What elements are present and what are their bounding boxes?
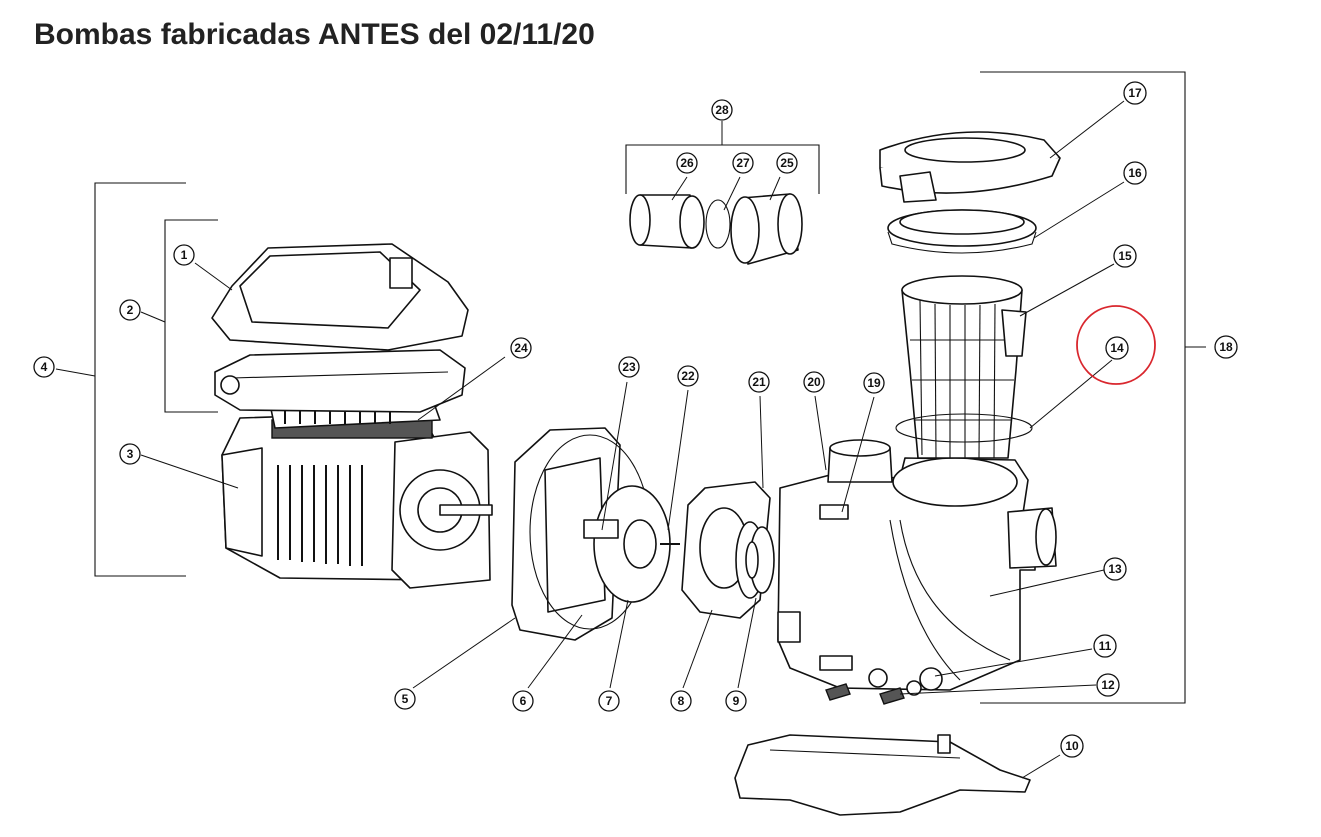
svg-text:24: 24 [514,341,528,355]
svg-text:20: 20 [807,375,821,389]
svg-text:4: 4 [41,360,48,374]
callout-18: 18 [1214,335,1238,359]
svg-text:11: 11 [1099,639,1112,653]
bracket-group-18 [980,71,1186,704]
mechanical-seal [735,521,775,599]
leader-lines [55,100,1206,779]
strainer-lid [887,209,1037,254]
lid-lock-ring [879,131,1061,203]
svg-text:7: 7 [606,694,613,708]
union-nut [730,193,803,265]
svg-text:9: 9 [733,694,740,708]
callout-20: 20 [803,371,825,393]
callout-25: 25 [776,152,798,174]
svg-text:13: 13 [1108,562,1122,576]
callout-27: 27 [732,152,754,174]
callout-8: 8 [670,690,692,712]
callout-19: 19 [863,372,885,394]
drive-base [214,349,466,413]
callout-23: 23 [618,356,640,378]
impeller [583,485,680,603]
callout-3: 3 [119,443,141,465]
svg-text:23: 23 [622,360,636,374]
svg-text:10: 10 [1065,739,1079,753]
callout-17: 17 [1123,81,1147,105]
drain-plugs [819,504,943,705]
callout-16: 16 [1123,161,1147,185]
callout-26: 26 [676,152,698,174]
callout-4: 4 [33,356,55,378]
svg-text:25: 25 [780,156,794,170]
svg-text:27: 27 [736,156,750,170]
callout-24: 24 [510,337,532,359]
callout-9: 9 [725,690,747,712]
union-o-ring [705,199,731,249]
strainer-basket [901,275,1027,459]
svg-text:15: 15 [1118,249,1132,263]
svg-text:16: 16 [1128,166,1142,180]
lid-o-ring [895,413,1033,443]
svg-text:6: 6 [520,694,527,708]
callout-5: 5 [394,688,416,710]
svg-text:26: 26 [680,156,694,170]
svg-text:17: 17 [1128,86,1142,100]
union-tailpiece [629,194,705,249]
highlight-circle-part-14 [1076,305,1156,385]
drive-cover [211,243,469,351]
svg-text:5: 5 [402,692,409,706]
callout-15: 15 [1113,244,1137,268]
callout-12: 12 [1096,673,1120,697]
seal-plate [511,427,621,641]
diagram-title: Bombas fabricadas ANTES del 02/11/20 [34,18,595,51]
callout-13: 13 [1103,557,1127,581]
svg-text:1: 1 [181,248,188,262]
svg-text:22: 22 [681,369,695,383]
callout-6: 6 [512,690,534,712]
callout-22: 22 [677,365,699,387]
svg-text:3: 3 [127,447,134,461]
callout-21: 21 [748,371,770,393]
callout-11: 11 [1093,634,1117,658]
pump-body [777,439,1057,691]
svg-text:14: 14 [1110,341,1124,355]
callout-1: 1 [173,244,195,266]
bracket-group-2 [164,219,218,413]
callout-2: 2 [119,299,141,321]
callout-10: 10 [1060,734,1084,758]
svg-text:21: 21 [752,375,766,389]
callout-14: 14 [1105,336,1129,360]
svg-text:12: 12 [1101,678,1115,692]
bracket-group-4 [94,182,186,577]
svg-text:8: 8 [678,694,685,708]
svg-text:18: 18 [1219,340,1233,354]
svg-text:28: 28 [715,103,729,117]
svg-text:2: 2 [127,303,134,317]
callout-28: 28 [711,99,733,121]
pump-base [734,734,1031,816]
motor-housing [221,411,493,589]
svg-text:19: 19 [867,376,881,390]
callout-7: 7 [598,690,620,712]
